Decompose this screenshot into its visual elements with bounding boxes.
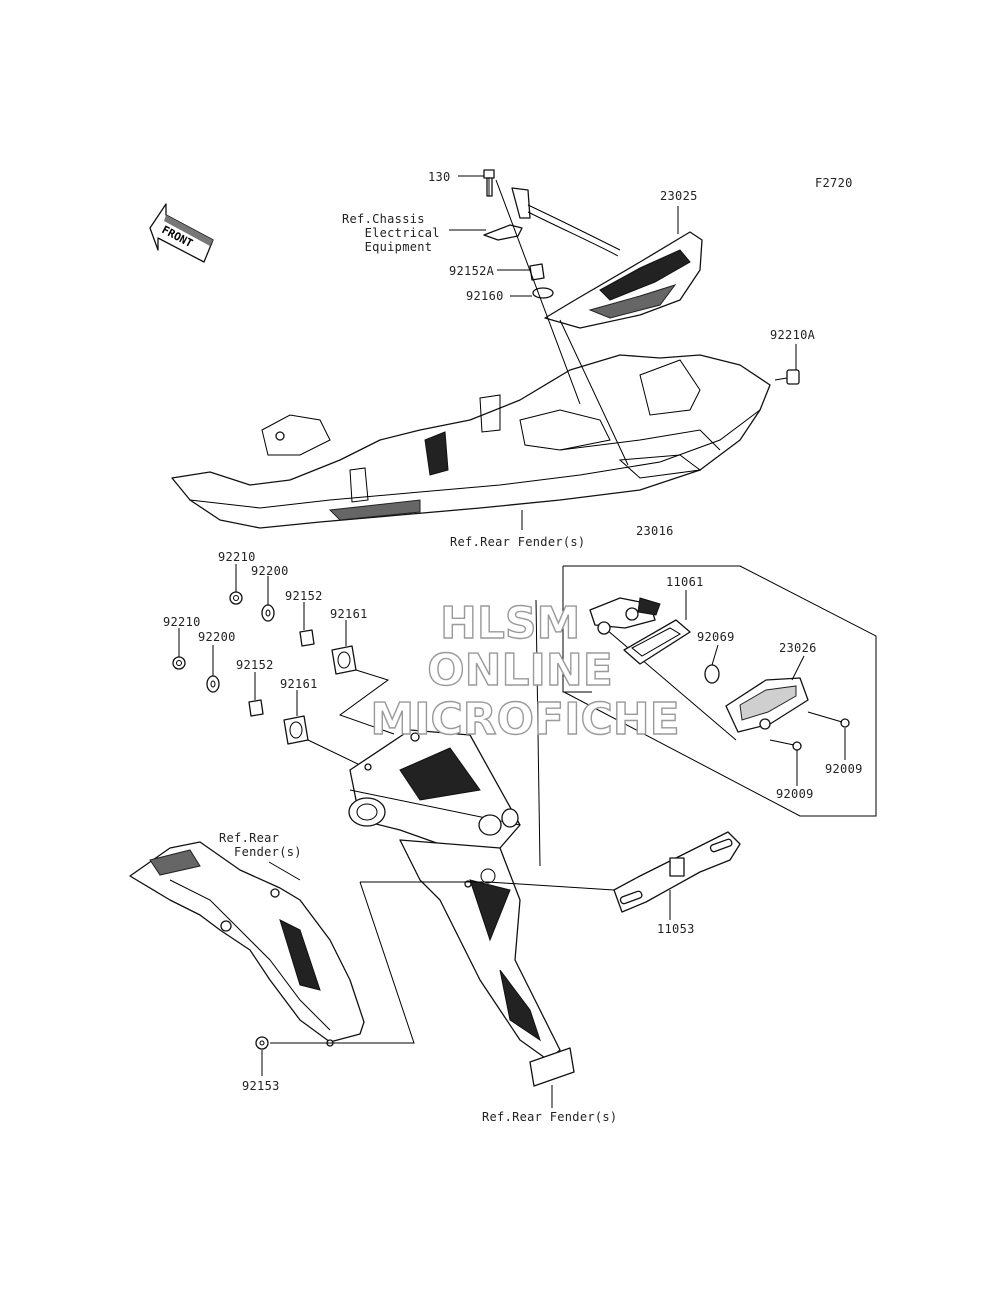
screw-92009-a: [807, 711, 850, 728]
license-lamp-23026: [725, 677, 809, 733]
label-92152A: 92152A: [449, 264, 495, 278]
label-23025: 23025: [660, 189, 698, 203]
collar-92152-b: [248, 699, 264, 717]
washer-92200-a: [261, 604, 275, 622]
watermark-line-1: HLSM: [439, 597, 581, 649]
label-92210-b: 92210: [163, 615, 201, 629]
collar-92152-a: [299, 629, 315, 647]
bolt-130: [483, 169, 495, 197]
nut-92210A: [774, 369, 800, 385]
grommet-92160: [532, 287, 554, 299]
leader-lines-upper: [449, 175, 877, 817]
label-92069: 92069: [697, 630, 735, 644]
label-92200-b: 92200: [198, 630, 236, 644]
label-92200-a: 92200: [251, 564, 289, 578]
reflector-stay-11053: [613, 831, 741, 913]
figure-code: F2720: [815, 176, 853, 190]
label-130: 130: [428, 170, 451, 184]
leader-lines-lower: [261, 599, 671, 1108]
grommet-92161-b: [283, 715, 309, 745]
label-92152-b: 92152: [236, 658, 274, 672]
rear-fender-lower: [129, 841, 365, 1047]
label-23026: 23026: [779, 641, 817, 655]
label-11053: 11053: [657, 922, 695, 936]
chassis-bracket: [483, 224, 523, 241]
nut-92210-b: [172, 656, 186, 670]
label-ref-chassis: Ref.Chassis Electrical Equipment: [342, 212, 440, 254]
label-ref-rear-fender-1: Ref.Rear Fender(s): [450, 535, 586, 549]
label-92210A: 92210A: [770, 328, 816, 342]
leader-lines-hardware: [178, 564, 395, 767]
tail-light-23025: [511, 187, 703, 329]
label-92009-b: 92009: [776, 787, 814, 801]
label-92210-a: 92210: [218, 550, 256, 564]
label-ref-rear-fender-2: Ref.Rear Fender(s): [219, 831, 302, 859]
label-92161-b: 92161: [280, 677, 318, 691]
label-92153: 92153: [242, 1079, 280, 1093]
license-bracket-housing: [348, 729, 521, 853]
nut-92210-a: [229, 591, 243, 605]
watermark-line-2: ONLINE: [427, 644, 614, 696]
watermark-line-3: MICROFICHE: [370, 693, 681, 745]
label-92152-a: 92152: [285, 589, 323, 603]
label-92160: 92160: [466, 289, 504, 303]
label-23016: 23016: [636, 524, 674, 538]
washer-92200-b: [206, 675, 220, 693]
rear-fender-upper: [171, 354, 771, 529]
front-arrow-icon: FRONT: [149, 203, 214, 263]
screw-92009-b: [769, 739, 802, 751]
bracket-11061: [589, 597, 691, 665]
license-plate-stay: [399, 839, 575, 1087]
label-11061: 11061: [666, 575, 704, 589]
screw-92153: [255, 1036, 269, 1050]
grommet-92161-a: [331, 645, 357, 675]
label-92161-a: 92161: [330, 607, 368, 621]
bulb-92069: [704, 664, 720, 684]
label-ref-rear-fender-3: Ref.Rear Fender(s): [482, 1110, 618, 1124]
label-92009-a: 92009: [825, 762, 863, 776]
leader-92069: [711, 644, 719, 666]
leader-23026: [791, 655, 805, 681]
